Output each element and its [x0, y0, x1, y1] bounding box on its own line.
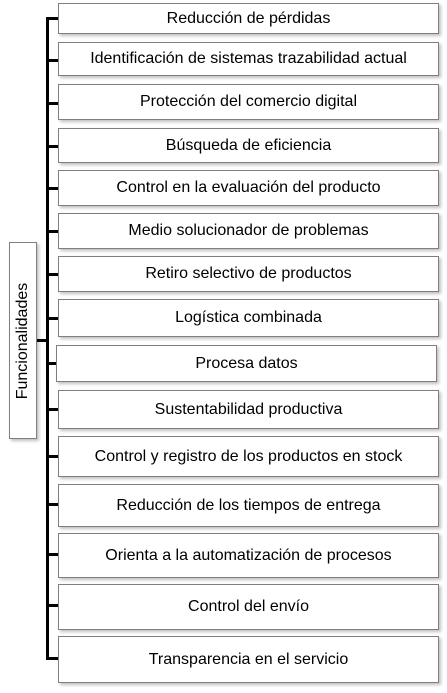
- functionality-node-label: Medio solucionador de problemas: [128, 222, 369, 239]
- functionality-node-label: Protección del comercio digital: [140, 93, 357, 110]
- branch-connector-13: [46, 553, 59, 556]
- functionality-node-label: Control en la evaluación del producto: [116, 179, 381, 196]
- branch-connector-2: [46, 59, 59, 62]
- branch-connector-10: [46, 408, 59, 411]
- functionality-node-label: Transparencia en el servicio: [148, 650, 349, 668]
- functionality-node-5: Control en la evaluación del producto: [58, 170, 439, 206]
- functionality-node-label: Sustentabilidad productiva: [154, 400, 343, 418]
- functionality-node-8: Logística combinada: [58, 299, 439, 337]
- functionality-node-1: Reducción de pérdidas: [58, 3, 439, 34]
- functionality-node-4: Búsqueda de eficiencia: [58, 128, 439, 163]
- functionality-node-6: Medio solucionador de problemas: [58, 213, 439, 249]
- branch-connector-14: [46, 604, 59, 607]
- functionality-node-label: Reducción de pérdidas: [166, 9, 331, 27]
- branch-connector-6: [46, 230, 59, 233]
- branch-connector-3: [46, 102, 59, 105]
- branch-connector-4: [46, 145, 59, 148]
- functionality-node-label: Identificación de sistemas trazabilidad …: [90, 50, 407, 67]
- functionality-node-14: Control del envío: [58, 584, 439, 630]
- functionality-node-15: Transparencia en el servicio: [58, 636, 439, 683]
- functionality-node-13: Orienta a la automatización de procesos: [58, 533, 439, 578]
- functionality-node-label: Control del envío: [188, 598, 309, 615]
- branch-connector-7: [46, 273, 59, 276]
- tree-trunk-line: [46, 17, 49, 660]
- branch-connector-8: [46, 317, 59, 320]
- functionality-node-10: Sustentabilidad productiva: [58, 390, 439, 429]
- functionality-node-label: Búsqueda de eficiencia: [165, 136, 332, 154]
- branch-connector-9: [46, 362, 59, 365]
- functionality-node-label: Reducción de los tiempos de entrega: [116, 496, 381, 514]
- functionality-node-label: Control y registro de los productos en s…: [94, 447, 403, 465]
- functionality-node-9: Procesa datos: [56, 345, 437, 382]
- root-connector: [37, 339, 47, 342]
- functionality-node-3: Protección del comercio digital: [58, 84, 439, 120]
- branch-connector-12: [46, 503, 59, 506]
- functionality-node-label: Logística combinada: [175, 309, 322, 326]
- branch-connector-15: [46, 657, 59, 660]
- functionality-node-label: Retiro selectivo de productos: [145, 265, 352, 282]
- root-node-label: Funcionalidades: [14, 282, 31, 399]
- functionality-node-label: Orienta a la automatización de procesos: [105, 546, 392, 564]
- functionality-node-11: Control y registro de los productos en s…: [58, 436, 439, 477]
- branch-connector-11: [46, 455, 59, 458]
- branch-connector-1: [46, 17, 59, 20]
- root-node: Funcionalidades: [9, 242, 37, 439]
- functionality-node-12: Reducción de los tiempos de entrega: [58, 484, 439, 527]
- branch-connector-5: [46, 187, 59, 190]
- functionality-node-label: Procesa datos: [195, 354, 298, 372]
- functionality-node-7: Retiro selectivo de productos: [58, 256, 439, 292]
- functionality-node-2: Identificación de sistemas trazabilidad …: [58, 42, 439, 76]
